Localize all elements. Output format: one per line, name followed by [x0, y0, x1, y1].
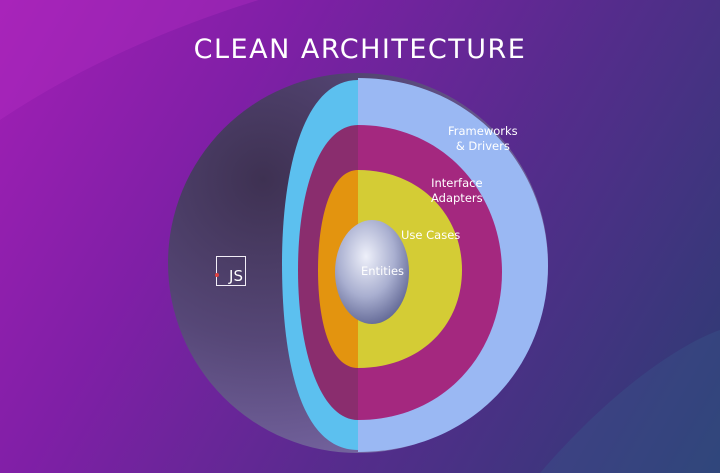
js-logo-text: JS	[229, 267, 243, 285]
label-use-cases: Use Cases	[401, 228, 461, 242]
entities-core	[335, 220, 409, 324]
label-interface-adapters: Interface Adapters	[431, 176, 483, 206]
page-title: CLEAN ARCHITECTURE	[193, 34, 527, 65]
background-wave	[540, 330, 720, 473]
js-logo: JS	[215, 256, 246, 286]
label-adapters-line1: Interface	[431, 176, 483, 190]
label-frameworks-line1: Frameworks	[448, 124, 518, 138]
logo-dot	[215, 273, 219, 277]
label-entities: Entities	[361, 264, 405, 278]
background-wave	[0, 0, 259, 120]
label-frameworks-line2: & Drivers	[455, 139, 510, 153]
label-adapters-line2: Adapters	[431, 191, 483, 205]
label-frameworks-drivers: Frameworks & Drivers	[448, 124, 518, 154]
